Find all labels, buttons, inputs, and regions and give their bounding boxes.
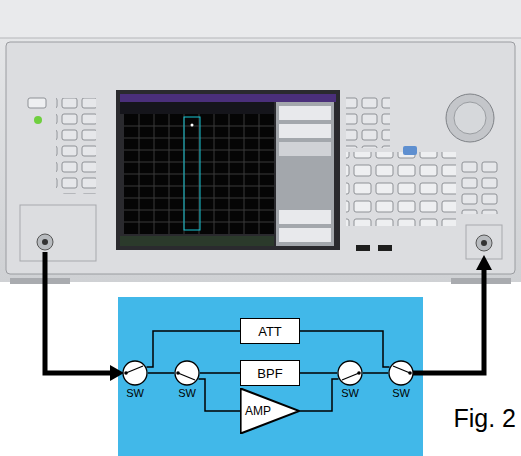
block-box: BPF <box>240 360 300 386</box>
switch-symbol <box>174 360 200 386</box>
signal-line <box>147 331 241 367</box>
switch: SW <box>174 360 200 399</box>
switch: SW <box>337 360 363 399</box>
switch-circle <box>174 360 200 386</box>
switch-circle <box>337 360 363 386</box>
switch-symbol <box>337 360 363 386</box>
block-label: BPF <box>257 366 282 381</box>
switch-symbol <box>388 360 414 386</box>
signal-line <box>200 373 240 374</box>
switch-label: SW <box>337 387 363 399</box>
switch-label: SW <box>388 387 414 399</box>
switch: SW <box>122 360 148 399</box>
block-label: AMP <box>245 404 271 418</box>
switch: SW <box>388 360 414 399</box>
block-label: ATT <box>258 324 282 339</box>
switch-symbol <box>122 360 148 386</box>
switch-label: SW <box>174 387 200 399</box>
switch-circle <box>122 360 148 386</box>
amplifier-triangle: AMP <box>240 388 300 434</box>
switch-label: SW <box>122 387 148 399</box>
figure-caption: Fig. 2 <box>453 404 516 433</box>
block-box: ATT <box>240 318 300 344</box>
signal-line <box>300 373 337 374</box>
switch-circle <box>388 360 414 386</box>
signal-line <box>300 379 339 411</box>
signal-line <box>363 373 388 374</box>
signal-line <box>148 373 174 374</box>
signal-line <box>199 379 241 411</box>
